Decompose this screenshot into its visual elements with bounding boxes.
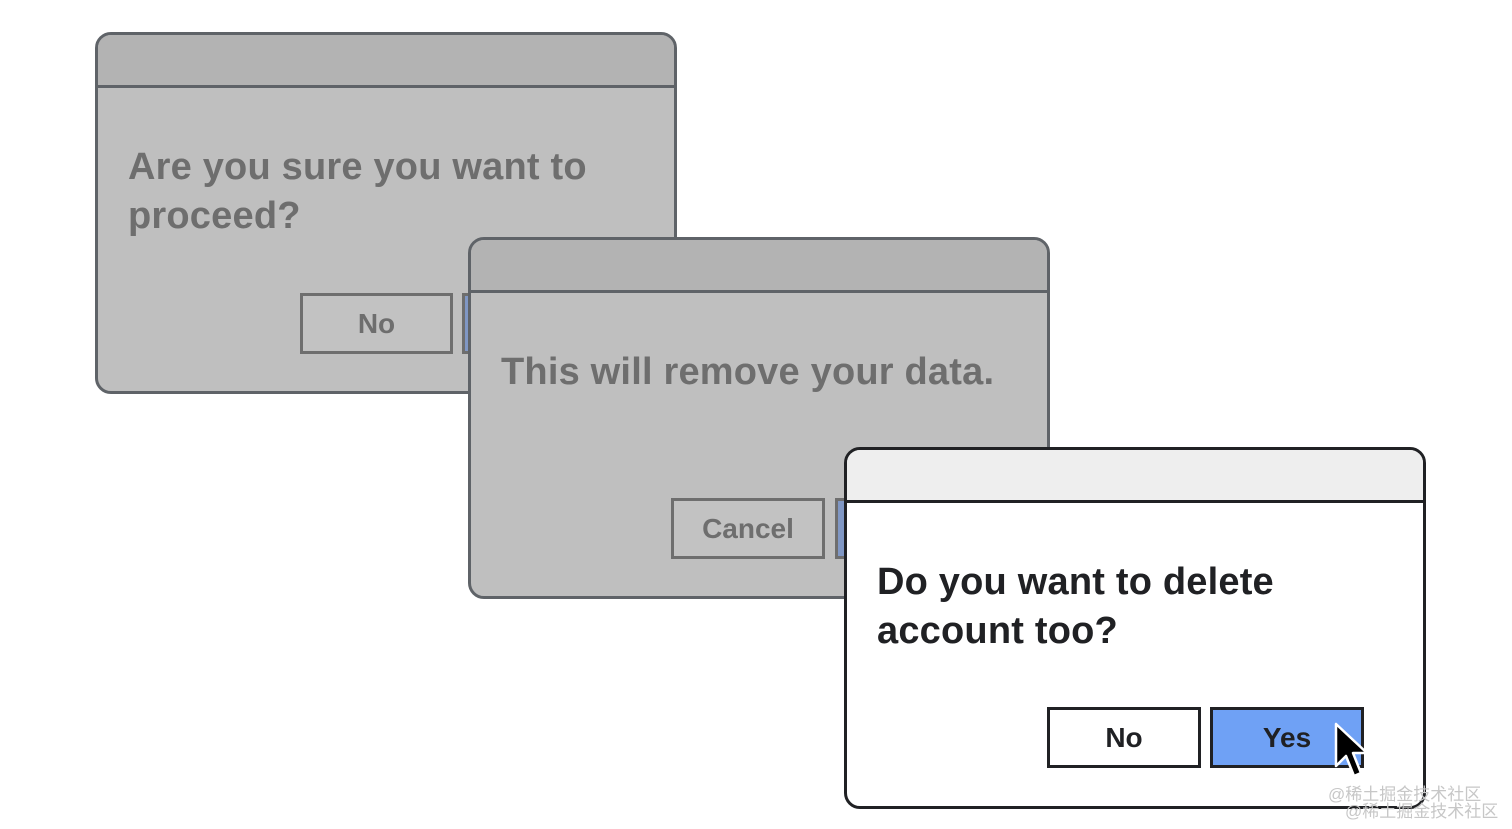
no-button[interactable]: No: [1047, 707, 1201, 768]
cancel-button[interactable]: Cancel: [671, 498, 825, 559]
watermark-text: @稀土掘金技术社区: [1345, 802, 1499, 821]
remove-data-dialog: This will remove your data. Cancel: [468, 237, 1050, 599]
delete-account-dialog: Do you want to delete account too? No Ye…: [844, 447, 1426, 809]
dialog-titlebar: [98, 35, 674, 88]
no-button[interactable]: No: [300, 293, 453, 354]
dialog-message: This will remove your data.: [501, 351, 995, 393]
dialog-message: Do you want to delete account too?: [877, 561, 1274, 652]
dialog-titlebar: [847, 450, 1423, 503]
dialog-titlebar: [471, 240, 1047, 293]
arrow-cursor-icon: [1334, 722, 1369, 778]
watermark-text: @稀土掘金技术社区: [1328, 785, 1482, 804]
dialog-message: Are you sure you want to proceed?: [128, 146, 587, 237]
